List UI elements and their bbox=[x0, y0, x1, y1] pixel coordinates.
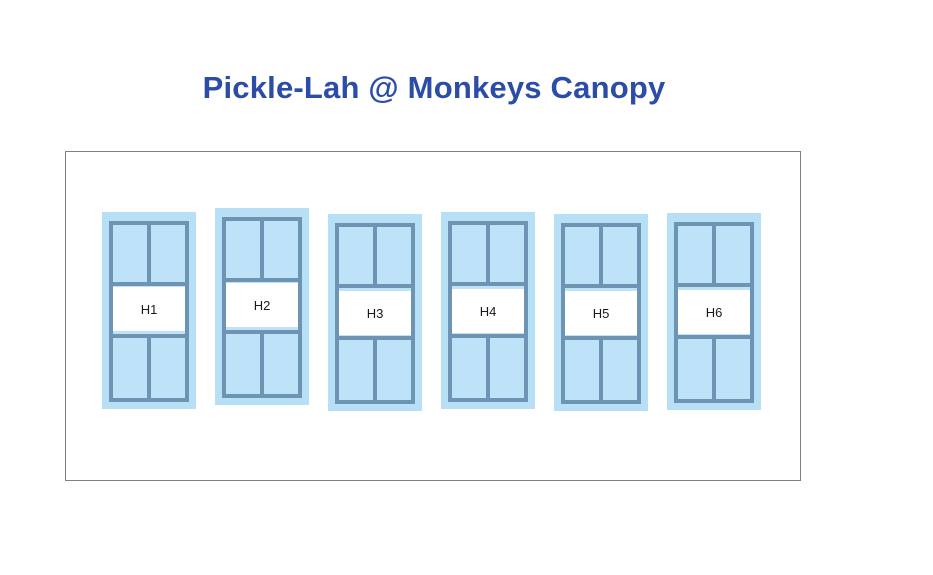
court-map: H1 H2 bbox=[65, 151, 801, 481]
court-label-band: H4 bbox=[452, 289, 524, 333]
center-line-top bbox=[599, 227, 603, 284]
kitchen-line-top bbox=[452, 282, 524, 286]
kitchen-zone: H1 bbox=[113, 286, 185, 334]
court-label-band: H5 bbox=[565, 291, 637, 335]
kitchen-line-bottom bbox=[565, 336, 637, 340]
service-area-top bbox=[113, 225, 185, 282]
kitchen-line-top bbox=[113, 282, 185, 286]
service-area-top bbox=[339, 227, 411, 284]
center-line-bottom bbox=[486, 338, 490, 398]
court-h4: H4 bbox=[441, 212, 535, 409]
court-h2: H2 bbox=[215, 208, 309, 405]
kitchen-zone: H3 bbox=[339, 288, 411, 336]
kitchen-line-bottom bbox=[339, 336, 411, 340]
kitchen-line-top bbox=[226, 278, 298, 282]
court-label: H6 bbox=[705, 304, 723, 320]
service-area-bottom bbox=[565, 340, 637, 400]
center-line-bottom bbox=[147, 338, 151, 398]
kitchen-line-bottom bbox=[452, 334, 524, 338]
service-area-bottom bbox=[339, 340, 411, 400]
court-label-band: H6 bbox=[678, 290, 750, 334]
court-outline: H1 bbox=[109, 221, 189, 402]
court-h5: H5 bbox=[554, 214, 648, 411]
court-outline: H6 bbox=[674, 222, 754, 403]
center-line-top bbox=[147, 225, 151, 282]
court-label: H2 bbox=[253, 297, 271, 313]
center-line-top bbox=[486, 225, 490, 282]
court-label-band: H3 bbox=[339, 291, 411, 335]
kitchen-zone: H4 bbox=[452, 286, 524, 334]
court-label: H3 bbox=[366, 305, 384, 321]
court-outline: H2 bbox=[222, 217, 302, 398]
court-label: H1 bbox=[140, 301, 158, 317]
center-line-top bbox=[373, 227, 377, 284]
service-area-bottom bbox=[452, 338, 524, 398]
court-label-band: H2 bbox=[226, 283, 298, 327]
court-outline: H3 bbox=[335, 223, 415, 404]
court-h3: H3 bbox=[328, 214, 422, 411]
service-area-top bbox=[452, 225, 524, 282]
service-area-bottom bbox=[113, 338, 185, 398]
venue-title: Pickle-Lah @ Monkeys Canopy bbox=[202, 70, 666, 105]
service-area-bottom bbox=[678, 339, 750, 399]
court-outline: H4 bbox=[448, 221, 528, 402]
center-line-bottom bbox=[599, 340, 603, 400]
service-area-top bbox=[678, 226, 750, 283]
court-outline: H5 bbox=[561, 223, 641, 404]
kitchen-line-top bbox=[339, 284, 411, 288]
kitchen-line-bottom bbox=[113, 334, 185, 338]
kitchen-zone: H6 bbox=[678, 287, 750, 335]
kitchen-zone: H2 bbox=[226, 282, 298, 330]
service-area-bottom bbox=[226, 334, 298, 394]
center-line-bottom bbox=[712, 339, 716, 399]
kitchen-zone: H5 bbox=[565, 288, 637, 336]
kitchen-line-bottom bbox=[678, 335, 750, 339]
kitchen-line-top bbox=[678, 283, 750, 287]
center-line-top bbox=[260, 221, 264, 278]
kitchen-line-bottom bbox=[226, 330, 298, 334]
kitchen-line-top bbox=[565, 284, 637, 288]
court-label-band: H1 bbox=[113, 287, 185, 331]
center-line-bottom bbox=[373, 340, 377, 400]
service-area-top bbox=[565, 227, 637, 284]
service-area-top bbox=[226, 221, 298, 278]
court-label: H5 bbox=[592, 305, 610, 321]
court-h1: H1 bbox=[102, 212, 196, 409]
center-line-top bbox=[712, 226, 716, 283]
center-line-bottom bbox=[260, 334, 264, 394]
court-h6: H6 bbox=[667, 213, 761, 410]
court-label: H4 bbox=[479, 303, 497, 319]
